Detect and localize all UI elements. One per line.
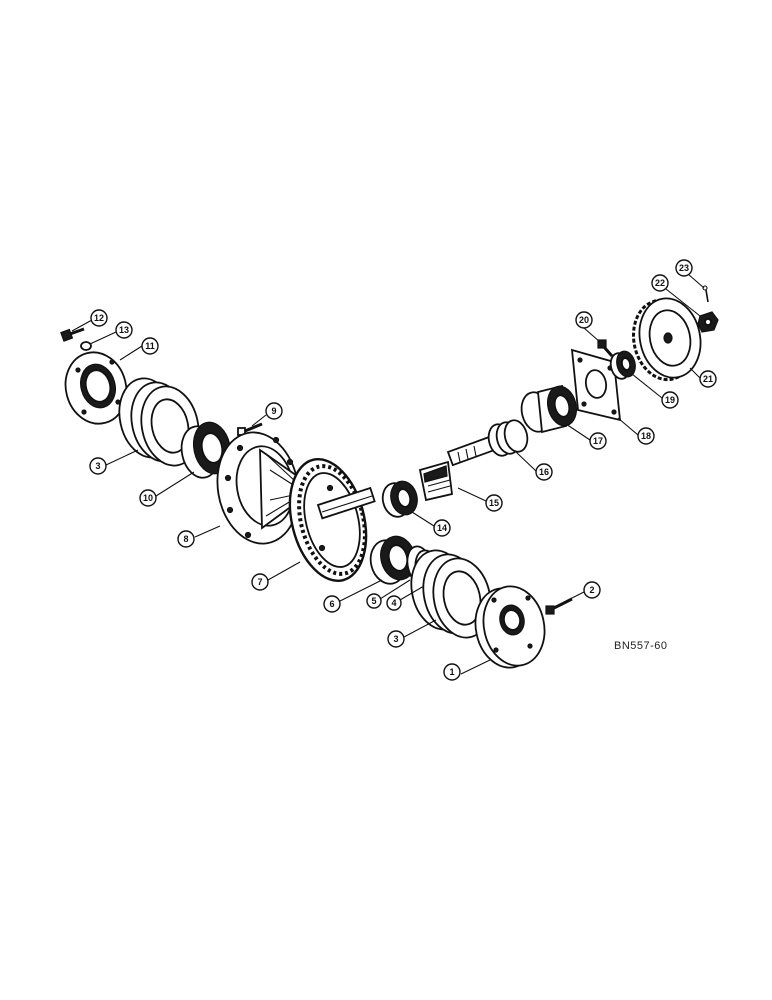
drawing-reference-code: BN557-60 [614,640,668,652]
callout-9: 9 [265,402,283,420]
svg-text:15: 15 [489,498,499,508]
svg-text:16: 16 [539,467,549,477]
part-bolt-12 [60,327,85,342]
part-carrier-8 [216,431,301,545]
svg-text:1: 1 [449,667,454,677]
svg-text:14: 14 [437,523,447,533]
part-end-cap-1 [474,585,546,669]
part-bearing-17 [520,384,578,434]
svg-text:6: 6 [329,599,334,609]
callout-23: 23 [675,259,693,277]
callout-11: 11 [141,337,159,355]
svg-text:22: 22 [655,278,665,288]
svg-text:17: 17 [593,436,603,446]
callout-10: 10 [139,489,157,507]
svg-text:3: 3 [95,461,100,471]
svg-text:21: 21 [703,374,713,384]
svg-text:4: 4 [391,598,396,608]
svg-text:7: 7 [257,577,262,587]
callout-8: 8 [177,530,195,548]
part-plate-18 [570,348,622,422]
callout-13: 13 [115,321,133,339]
callout-22: 22 [651,274,669,292]
leader-lines [71,273,705,675]
svg-text:5: 5 [371,596,376,606]
svg-text:3: 3 [393,634,398,644]
part-bearing-10-left [180,421,232,479]
svg-text:23: 23 [679,263,689,273]
callout-19: 19 [661,391,679,409]
svg-text:11: 11 [145,341,155,351]
callout-16: 16 [535,463,553,481]
callout-7: 7 [251,573,269,591]
svg-text:9: 9 [271,406,276,416]
svg-text:20: 20 [579,315,589,325]
part-ring-gear-7 [288,458,376,582]
part-nut-22 [697,311,719,333]
callout-14: 14 [433,519,451,537]
svg-text:10: 10 [143,493,153,503]
part-spacer-16 [487,419,529,457]
callout-4: 4 [386,595,402,611]
part-bearing-14 [381,480,418,518]
part-pin-23 [702,285,709,303]
part-bolt-2 [545,597,573,615]
callout-1: 1 [443,663,461,681]
svg-text:12: 12 [94,313,104,323]
part-cover-plate-11 [64,351,128,425]
part-pinion-15 [418,435,496,502]
callout-12: 12 [90,309,108,327]
part-bolt-20 [597,339,614,357]
svg-text:13: 13 [119,325,129,335]
callout-15: 15 [485,494,503,512]
callout-6: 6 [323,595,341,613]
callout-3-left: 3 [89,457,107,475]
part-spur-gear-21 [631,297,702,382]
svg-text:8: 8 [183,534,188,544]
callout-5: 5 [366,593,382,609]
callout-20: 20 [575,311,593,329]
callout-3-right: 3 [387,630,405,648]
part-bearing-19 [609,350,636,380]
callout-17: 17 [589,432,607,450]
callout-21: 21 [699,370,717,388]
svg-text:19: 19 [665,395,675,405]
svg-text:2: 2 [589,585,594,595]
callout-2: 2 [583,581,601,599]
part-bearing-6 [369,535,416,585]
callout-18: 18 [637,427,655,445]
svg-text:18: 18 [641,431,651,441]
part-washer-13 [80,341,92,351]
